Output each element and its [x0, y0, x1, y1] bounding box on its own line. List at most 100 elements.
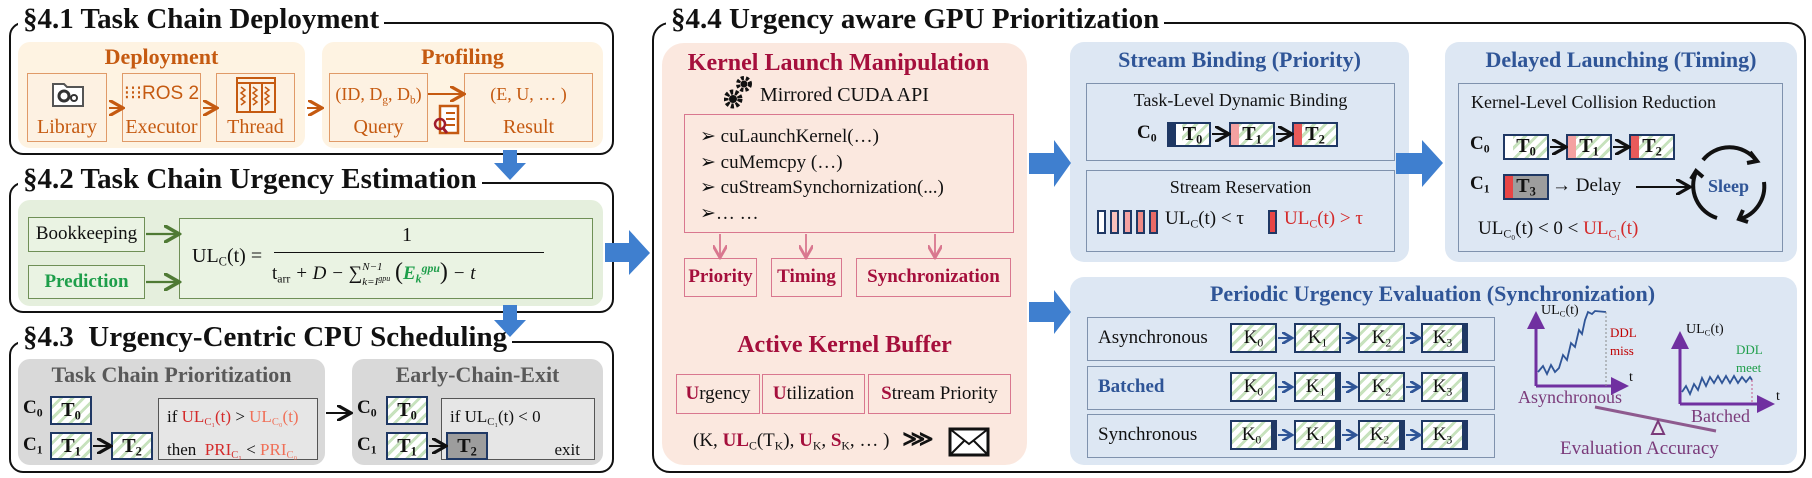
tuple-sep: ,: [821, 430, 831, 451]
big-arrow-right-4-2: [605, 230, 650, 275]
query-tuple-part: (ID, D: [335, 84, 383, 104]
cuda-call: ➢ cuLaunchKernel(…): [700, 126, 879, 147]
tuple-ul: UL: [722, 430, 749, 451]
big-arrow-down-1: [494, 150, 526, 180]
row-label-synchronous: Synchronous: [1098, 424, 1198, 445]
gt-tau-arg: (t) > τ: [1317, 208, 1363, 229]
cond-if: if: [167, 407, 178, 426]
k-label: K: [1243, 327, 1258, 348]
formula-sum-sub-gpu: gpu: [378, 273, 391, 283]
formula-e: E: [402, 263, 416, 284]
kernel-k2: K2: [1358, 323, 1405, 353]
chart-yarg: (t): [1565, 303, 1579, 318]
formula-ul: UL: [192, 245, 219, 267]
section-title-4-1: §4.1 Task Chain Deployment: [18, 4, 385, 34]
kernel-k3: K3: [1421, 420, 1468, 450]
formula-minus-t: − t: [452, 263, 476, 284]
k-label: K: [1371, 327, 1386, 348]
utilization-field: Utilization: [762, 374, 865, 414]
k-sub: 3: [1446, 336, 1453, 350]
ul-below-tau: ULC(t) < τ: [1165, 208, 1244, 232]
chart2-x-label: t: [1776, 389, 1780, 405]
t-label: T: [61, 435, 75, 457]
result-label: Result: [502, 116, 555, 138]
early-exit-header: Early-Chain-Exit: [395, 362, 560, 387]
field-initial: U: [772, 383, 787, 404]
formula-plus-d: + D −: [295, 263, 344, 284]
field-rest: rgency: [699, 383, 751, 404]
row-label-batched: Batched: [1098, 376, 1165, 397]
k-sub: 0: [1257, 385, 1264, 399]
t-label: T: [1305, 123, 1319, 145]
query-box: (ID, Dg, Db) Query: [329, 73, 428, 142]
chart2-urgency-line: [1681, 374, 1753, 397]
chart-yarg: (t): [1710, 322, 1724, 337]
query-tuple-sub: g: [382, 94, 388, 107]
k-label: K: [1369, 424, 1384, 445]
cond-sub: C₁: [204, 417, 216, 429]
k-label: K: [1305, 424, 1320, 445]
field-initial: S: [881, 383, 892, 404]
formula-sum-sub: k=I: [362, 275, 379, 288]
delay-condition: ULC₀(t) < 0 < ULC₁(t): [1478, 218, 1638, 242]
urgency-charts: [1278, 310, 1775, 435]
result-box: (E, U, … ) Result: [464, 73, 593, 142]
cond-then: then: [167, 440, 197, 460]
k-label: K: [1432, 376, 1447, 397]
chain-c1-label: C1: [357, 434, 377, 458]
task-t0: T0: [386, 396, 428, 425]
k-sub: 0: [1255, 433, 1262, 447]
big-arrow-right-kernel-periodic: [1029, 290, 1071, 334]
t-sub: 2: [470, 444, 477, 459]
stream-reservation-label: Stream Reservation: [1169, 177, 1312, 197]
chain-c0-label: C0: [23, 397, 43, 421]
big-arrow-right-kernel-binding: [1029, 140, 1071, 187]
kernel-k1: K1: [1294, 372, 1341, 402]
kernel-k1: K1: [1294, 420, 1341, 450]
c-sub: 0: [1483, 142, 1490, 156]
cond-pri: PRI: [260, 440, 287, 460]
cond-mid: (t) < 0 <: [1515, 218, 1579, 239]
sleep-cycle-icon: [1689, 145, 1767, 224]
ul: UL: [1165, 208, 1191, 229]
k-sub: 2: [1385, 336, 1392, 350]
chart-xlabel: t: [1629, 370, 1633, 385]
ul: UL: [1284, 208, 1310, 229]
cuda-call: ➢ cuStreamSynchornization(...): [700, 177, 944, 198]
stream-binding-title: Stream Binding (Priority): [1118, 47, 1361, 72]
t-sub: 0: [1196, 132, 1203, 147]
cond-pri-c1: PRIC₁: [205, 440, 242, 461]
c-label: C: [1470, 133, 1484, 154]
delayed-task: T2: [1629, 134, 1675, 160]
ros2-logo: ⁝⁝⁝ROS 2: [123, 83, 200, 104]
stream-slot: [1110, 210, 1119, 234]
cond-t: (t): [1620, 218, 1639, 239]
cuda-api-list: [684, 114, 1014, 233]
prioritization-header: Task Chain Prioritization: [51, 362, 292, 387]
collision-reduction-label: Kernel-Level Collision Reduction: [1471, 92, 1716, 112]
evaluation-accuracy: Evaluation Accuracy: [1560, 438, 1719, 460]
condition-if-line: if ULC₁(t) > ULC₀(t): [167, 403, 309, 436]
sleep-label: Sleep: [1708, 176, 1750, 196]
k-label: K: [1432, 327, 1447, 348]
profiling-header: Profiling: [421, 44, 504, 69]
chart2-y-label: ULC(t): [1686, 322, 1724, 338]
delayed-task-t3: T3: [1503, 174, 1549, 200]
formula-sigma: ∑: [348, 263, 363, 284]
cond-sub: C₀: [271, 417, 283, 429]
t-sub: 0: [410, 408, 417, 423]
stream-slot: [1123, 210, 1132, 234]
exit-cond-sub: C₁: [487, 417, 498, 429]
formula-t-sub: arr: [277, 272, 291, 286]
t-label: T: [397, 435, 411, 457]
library-label: Library: [37, 116, 97, 138]
ul-above-tau: ULC(t) > τ: [1284, 208, 1363, 232]
cond-ul: UL: [181, 407, 205, 426]
c-sub: 0: [36, 406, 43, 420]
thread-icon: [236, 77, 276, 113]
t-label: T: [1516, 135, 1530, 157]
section-title-4-4: §4.4 Urgency aware GPU Prioritization: [666, 4, 1165, 34]
c-sub: 1: [370, 443, 377, 457]
